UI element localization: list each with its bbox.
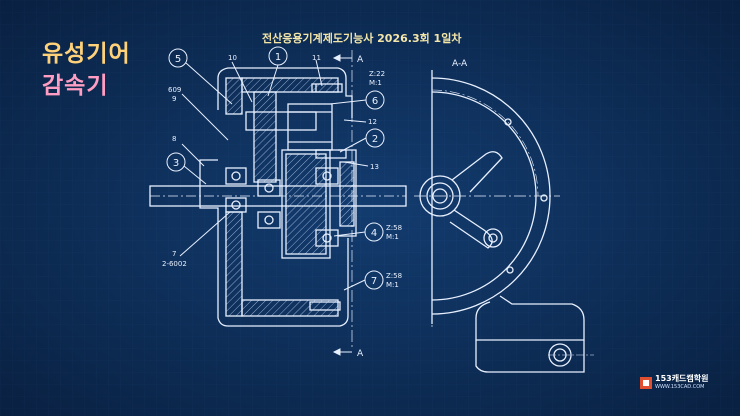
housing-bottom-outline (199, 159, 349, 327)
hub-outer (419, 175, 461, 217)
balloon-1-label: 1 (275, 52, 281, 63)
base-foot (475, 295, 585, 341)
leader-8: 8 (172, 135, 176, 143)
right-cover (338, 149, 357, 237)
cut-label-bottom: A (357, 349, 364, 359)
gear2-m: M:1 (386, 233, 399, 241)
logo-text: 153캐드캠학원 WWW.153CAD.COM (655, 375, 709, 391)
bolt-hole-1 (504, 118, 512, 126)
logo-name: 153캐드캠학원 (655, 374, 709, 383)
bearing-center (257, 179, 281, 229)
logo-url: WWW.153CAD.COM (655, 384, 705, 390)
carrier-hub (253, 91, 277, 183)
leader-2-6002: 2-6002 (162, 260, 187, 268)
leader-13: 13 (370, 163, 379, 171)
bolt-top (311, 83, 343, 93)
view-label: A-A (452, 59, 468, 69)
bearing-left (225, 167, 247, 213)
leader-10: 10 (228, 54, 237, 62)
section-arrow-bottom (332, 348, 352, 356)
balloon-2-label: 2 (372, 134, 378, 145)
balloon-3-label: 3 (173, 158, 179, 169)
balloon-6-label: 6 (372, 96, 378, 107)
carrier-arm-upper (451, 151, 503, 193)
bolt-mid (315, 149, 347, 159)
gear1-z: Z:22 (369, 70, 385, 78)
end-view (414, 70, 594, 373)
gear2-z: Z:58 (386, 224, 402, 232)
leader-11: 11 (312, 54, 321, 62)
balloon-7-label: 7 (371, 276, 377, 287)
planet-pin-hole (483, 228, 503, 248)
cut-label-top: A (357, 55, 364, 65)
bolt-hole-3 (506, 266, 514, 274)
gear-body (281, 149, 331, 259)
hub-bore (432, 188, 448, 204)
leader-609: 609 (168, 86, 181, 94)
leader-12: 12 (368, 118, 377, 126)
exam-title: 전산응용기계제도기능사 2026.3회 1일차 (262, 32, 462, 45)
housing-wall-bottom (241, 299, 339, 317)
balloon-3 (166, 152, 186, 172)
planet-pin (245, 111, 317, 131)
housing-wall-bottom-left (225, 211, 243, 317)
housing-wall-top-left (225, 77, 243, 115)
leader-9: 9 (172, 95, 176, 103)
title-line-1: 유성기어 (42, 41, 131, 67)
bearing-right (315, 167, 339, 247)
title-line-2: 감속기 (42, 73, 109, 99)
balloon-5 (168, 48, 188, 68)
logo-mark-icon (640, 377, 652, 389)
section-arrow-top (332, 54, 352, 62)
brand-logo: 153캐드캠학원 WWW.153CAD.COM (640, 372, 732, 394)
bolt-bottom (309, 301, 341, 311)
leader-7: 7 (172, 250, 176, 258)
housing-top-outline (217, 67, 353, 118)
balloon-5-label: 5 (175, 54, 181, 65)
hub-inner (426, 182, 454, 210)
section-view (149, 50, 407, 350)
bolt-hole-2 (540, 194, 548, 202)
carrier-arm-lower (449, 209, 493, 249)
gear3-z: Z:58 (386, 272, 402, 280)
housing-wall-top (241, 77, 339, 93)
gear-hatch (285, 153, 327, 255)
gear1-m: M:1 (369, 79, 382, 87)
balloon-4-label: 4 (371, 228, 377, 239)
gear3-m: M:1 (386, 281, 399, 289)
